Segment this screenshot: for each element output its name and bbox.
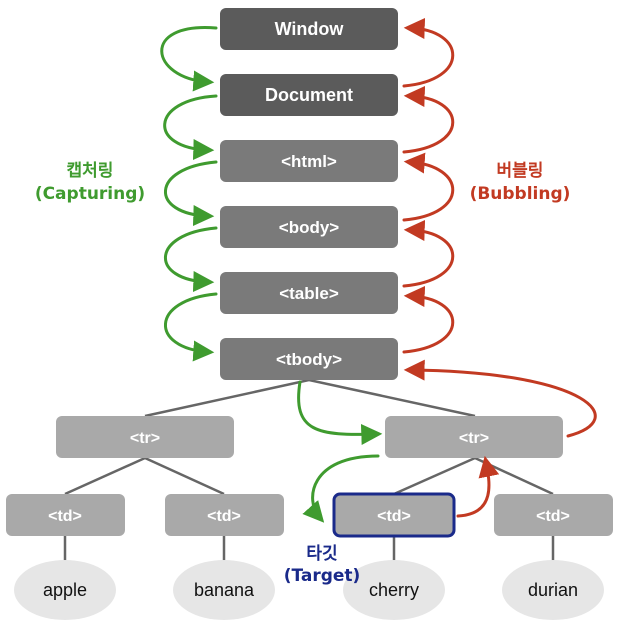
bubble-arrow-7	[456, 455, 500, 518]
node-td-4-label: <td>	[536, 508, 570, 525]
leaf-cherry-label: cherry	[369, 580, 419, 600]
bubble-arrow-6	[403, 359, 597, 438]
bubble-arrow-4	[402, 220, 455, 288]
edge-tr-td3	[393, 456, 476, 496]
node-body: <body>	[220, 206, 398, 248]
capture-arrow-7	[302, 454, 380, 523]
node-window-label: Window	[275, 19, 345, 39]
bubble-arrow-1	[402, 18, 455, 88]
node-td-1-label: <td>	[48, 508, 82, 525]
node-td-3-label: <td>	[377, 508, 411, 525]
capturing-label-en: (Capturing)	[35, 184, 145, 204]
node-table-label: <table>	[279, 284, 339, 303]
bubbling-arrows	[402, 18, 597, 518]
leaf-durian: durian	[502, 560, 604, 620]
capture-arrow-3	[164, 160, 218, 226]
bubbling-label-en: (Bubbling)	[470, 184, 571, 204]
capture-arrow-2	[163, 94, 218, 160]
bubble-arrow-2	[402, 86, 455, 154]
leaf-cherry: cherry	[343, 560, 445, 620]
node-window: Window	[220, 8, 398, 50]
node-body-label: <body>	[279, 218, 340, 237]
node-tbody-label: <tbody>	[276, 350, 342, 369]
bubbling-label: 버블링 (Bubbling)	[470, 161, 571, 204]
target-label: 타깃 (Target)	[284, 544, 361, 586]
edge-tbody-tr-right	[308, 378, 476, 418]
node-html: <html>	[220, 140, 398, 182]
capturing-label-ko: 캡처링	[67, 161, 114, 181]
node-tr-left: <tr>	[56, 416, 234, 458]
node-document: Document	[220, 74, 398, 116]
capture-arrow-5	[164, 292, 218, 362]
bubble-arrow-3	[402, 152, 455, 222]
edge-tr-td2	[144, 456, 225, 496]
node-td-4: <td>	[494, 494, 613, 536]
node-td-1: <td>	[6, 494, 125, 536]
bubbling-label-ko: 버블링	[497, 161, 544, 181]
leaf-banana-label: banana	[194, 580, 255, 600]
capture-arrow-6	[297, 380, 383, 445]
node-td-3-target: <td>	[332, 492, 456, 538]
capture-arrow-4	[164, 226, 218, 292]
bubble-arrow-5	[402, 286, 455, 354]
edge-tbody-tr-left	[144, 378, 310, 418]
leaf-apple-label: apple	[43, 580, 87, 600]
capture-arrow-1	[160, 26, 218, 92]
target-label-en: (Target)	[284, 566, 361, 586]
leaf-banana: banana	[173, 560, 275, 620]
node-td-2-label: <td>	[207, 508, 241, 525]
target-label-ko: 타깃	[306, 544, 337, 564]
leaf-durian-label: durian	[528, 580, 578, 600]
edge-tr-td1	[64, 456, 146, 496]
tree-edges	[63, 378, 555, 562]
node-td-2: <td>	[165, 494, 284, 536]
node-table: <table>	[220, 272, 398, 314]
node-tr-right: <tr>	[385, 416, 563, 458]
node-html-label: <html>	[281, 152, 337, 171]
capturing-arrows	[160, 26, 383, 523]
node-tr-right-label: <tr>	[459, 430, 489, 447]
node-document-label: Document	[265, 85, 353, 105]
node-tr-left-label: <tr>	[130, 430, 160, 447]
node-tbody: <tbody>	[220, 338, 398, 380]
capturing-label: 캡처링 (Capturing)	[35, 161, 145, 204]
leaf-apple: apple	[14, 560, 116, 620]
